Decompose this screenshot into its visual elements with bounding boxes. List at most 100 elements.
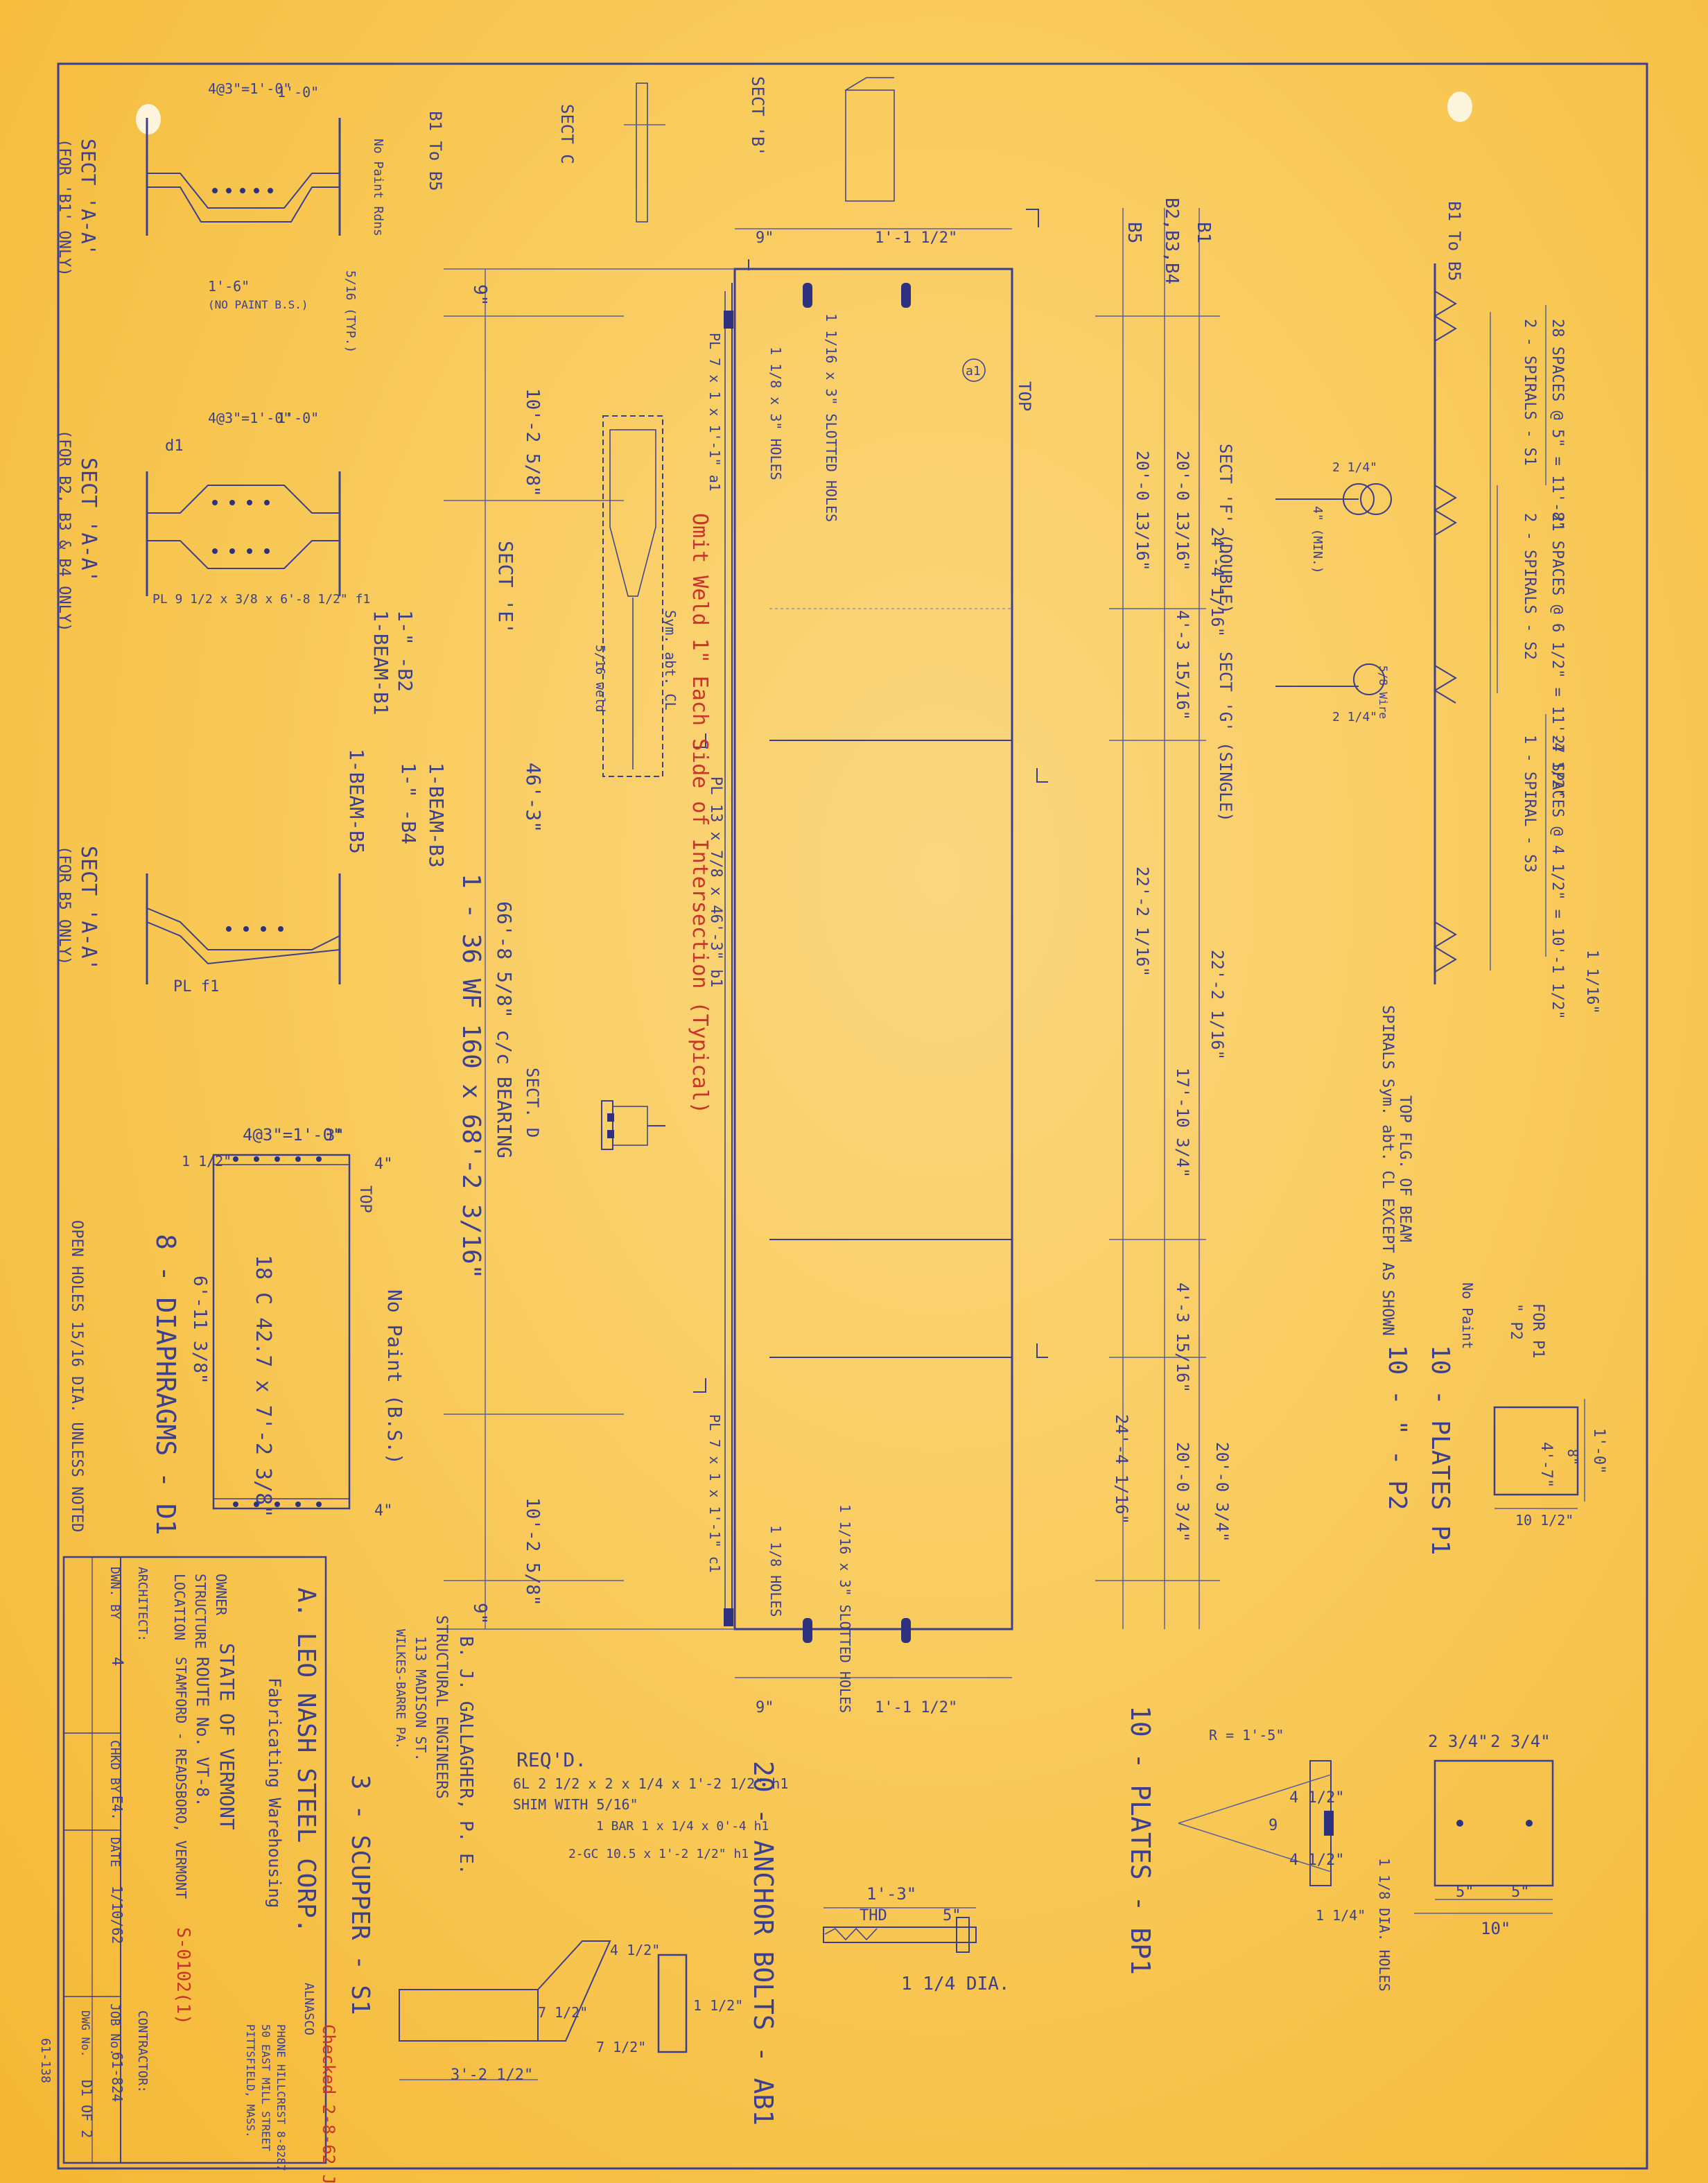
spiral-elevation (1275, 263, 1546, 984)
end-dim-2: 1'-1 1/2" (875, 229, 957, 247)
row-b1-d5: 20'-0 3/4" (1173, 1442, 1192, 1542)
bp-d4: 5" (1511, 1884, 1530, 1901)
beam-top: TOP (1015, 381, 1034, 411)
slot-hole (803, 283, 812, 308)
anchor-thread: THD (860, 1907, 887, 1924)
diaphragm-title: 8 - DIAPHRAGMS - D1 (150, 1234, 181, 1536)
structure: ROUTE No. VT-8. (193, 1657, 212, 1807)
diaphragm-height: 6'-11 3/8" (189, 1276, 210, 1384)
a-note-3: d1 (165, 437, 184, 455)
plate-bp1 (1178, 1759, 1554, 1914)
a-dim-4: (NO PAINT B.S.) (208, 298, 308, 311)
sect-a1-note: (FOR 'B1' ONLY) (55, 139, 73, 277)
sect-e: SECT 'E' (494, 541, 517, 634)
diaphragm-spec: 18 C 42.7 x 7'-2 3/8" (251, 1255, 275, 1517)
row-b2-d4: 4'-3 15/16" (1173, 1282, 1192, 1393)
end-plate-bot: PL 7 x 1 x 1'-1" c1 (706, 1414, 723, 1573)
scupper-s1 (399, 1940, 688, 2080)
section-arrow-a (1036, 1343, 1048, 1358)
row-b2-d3: 17'-10 3/4" (1173, 1068, 1192, 1178)
company-tagline: Fabricating Warehousing (265, 1678, 284, 1908)
dim-4: 10'-2 5/8" (522, 1497, 543, 1606)
spiral-d3: 2 1/4" (1332, 710, 1377, 724)
cover-plate: PL 13 x 7/8 x 46'-3" b1 (707, 776, 724, 988)
sect-a1: SECT 'A-A' (77, 139, 100, 256)
checked-note: Checked 2-8-62 J.T.C. (319, 2024, 338, 2183)
spiral-s2-name: 2 - SPIRALS - S2 (1521, 513, 1538, 660)
spiral-label: B1 To B5 (1445, 201, 1464, 281)
contractor-label: CONTRACTOR: (135, 2010, 150, 2093)
company-name: A. LEO NASH STEEL CORP. (292, 1588, 320, 1933)
row-b5-d3: 20'-0 3/4" (1212, 1442, 1232, 1542)
sect-a3-note: (FOR B5 ONLY) (55, 846, 73, 965)
spiral-s2: 21 SPACES @ 6 1/2" = 11'-4 1/2" (1549, 513, 1566, 798)
anchor-title: 20 - ANCHOR BOLTS - AB1 (748, 1761, 778, 2125)
spiral-s1: 28 SPACES @ 5" = 11'-8" (1549, 319, 1566, 530)
beam-outline (733, 268, 1013, 1630)
bp-d1: 2 3/4" (1428, 1732, 1488, 1751)
sect-g: SECT 'G' (SINGLE) (1216, 652, 1235, 822)
anchor-dia: 1 1/4 DIA. (901, 1974, 1010, 1994)
beam-spec: 1 - 36 WF 160 x 68'-2 3/16" (457, 873, 485, 1279)
beam-list-2: 1-" -B2 (394, 610, 417, 692)
spiral-flange: TOP FLG. OF BEAM (1396, 1095, 1413, 1242)
scupper-shim: SHIM WITH 5/16" (513, 1796, 638, 1813)
section-arrow-a (1036, 768, 1048, 783)
end-dim-1: 9" (756, 229, 774, 247)
dwg: D1 OF 2 (78, 2080, 95, 2138)
sect-a3: SECT 'A-A' (76, 846, 101, 971)
slot-hole (901, 1618, 911, 1643)
bp-d2: 2 3/4" (1490, 1732, 1551, 1751)
plates-p-d2: 8" (1565, 1449, 1581, 1466)
beam-dimensions (444, 208, 1220, 1678)
stamp-number: S-0102(1) (173, 1927, 193, 2025)
row-b1-label: B1 (1193, 222, 1214, 243)
plates-p-title: 10 - PLATES P1 (1426, 1345, 1454, 1555)
spiral-d1: 2 1/4" (1332, 460, 1377, 475)
slot-bot: 1 1/16 x 3" SLOTTED HOLES (837, 1504, 853, 1713)
diaphragm-top: TOP (356, 1185, 374, 1213)
logo-text: ALNASCO (302, 1983, 316, 2035)
plates-p-d1: 1'-0" (1590, 1428, 1607, 1474)
plates-for-p1: FOR P1 (1529, 1303, 1546, 1358)
punch-hole (136, 104, 161, 134)
owner-label: OWNER (213, 1574, 229, 1616)
bp-side-1: 4 1/2" (1289, 1789, 1344, 1807)
punch-hole (1447, 92, 1472, 122)
diaphragm-holes: 4@3"=1'-0" (243, 1125, 343, 1145)
bp-holes: 1 1/8 DIA. HOLES (1376, 1858, 1393, 1992)
row-b1-d3: 22'-2 1/16" (1208, 950, 1227, 1060)
scupper-reqd: REQ'D. (516, 1748, 586, 1771)
holes-top: 1 1/8 x 3" HOLES (767, 347, 784, 480)
bp-side-2: 9 (1269, 1817, 1278, 1834)
sym-note: Sym. abt. CL (662, 610, 679, 711)
scupper-d3: 4 1/2" (610, 1942, 660, 1958)
scupper-d1: 7 1/2" (538, 2004, 588, 2021)
section-arrow-a (693, 733, 706, 748)
a-note-5: PL f1 (173, 978, 219, 995)
red-weld-note: Omit Weld 1" Each Side of Intersection (… (688, 513, 712, 1114)
anchor-bolt-ab1 (823, 1907, 977, 1953)
mark-a1: a1 (966, 364, 981, 379)
row-b2-d2: 4'-3 15/16" (1173, 610, 1192, 720)
job: 61-824 (109, 2052, 125, 2102)
section-a-b2-b4 (146, 471, 341, 596)
engineer-3: 113 MADISON ST. (412, 1636, 429, 1762)
dim-3: 46'-3" (522, 763, 545, 833)
end-plate-top: PL 7 x 1 x 1'-1" a1 (706, 333, 723, 492)
anchor-thread-len: 5" (943, 1907, 961, 1924)
dim-1: 9" (469, 284, 490, 306)
section-b-c (624, 77, 895, 223)
section-arrow-a (693, 1378, 706, 1393)
dim-2: 10'-2 5/8" (522, 388, 543, 497)
a-dim-1: 4@3"=1'-0" (208, 80, 291, 97)
beam-bearing: 66'-8 5/8" c/c BEARING (493, 901, 516, 1158)
spiral-section-g (1353, 663, 1385, 695)
bp-side-4: 1 1/4" (1316, 1907, 1366, 1924)
engineer-4: WILKES-BARRE PA. (393, 1629, 408, 1749)
row-b1-d1: 20'-0 13/16" (1173, 451, 1192, 571)
a2-dim-2: 1'-0" (277, 410, 319, 426)
dwg-label: DWG No. (79, 2010, 92, 2057)
diaphragm-d1: 4" (374, 1156, 393, 1173)
